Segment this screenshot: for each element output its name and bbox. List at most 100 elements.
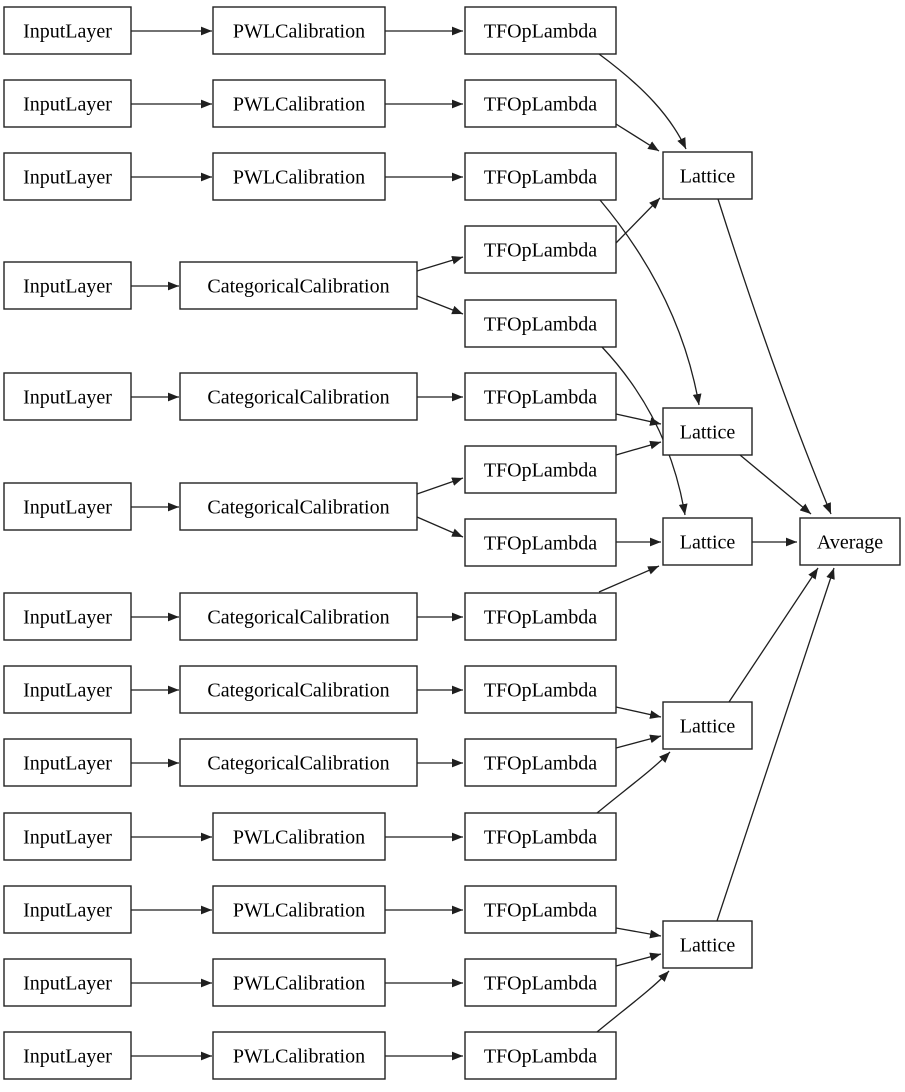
node-label-pwl7: PWLCalibration (233, 1046, 365, 1068)
node-cat2: CategoricalCalibration (179, 372, 418, 421)
node-box-tf6 (464, 372, 617, 421)
edge-tf2-to-lat1 (615, 123, 660, 152)
node-label-pwl4: PWLCalibration (233, 827, 365, 849)
node-label-lat5: Lattice (680, 935, 736, 957)
node-tf15: TFOpLambda (464, 1031, 617, 1080)
node-pwl7: PWLCalibration (212, 1031, 386, 1080)
node-label-in1: InputLayer (23, 21, 112, 43)
node-box-in6 (3, 482, 132, 531)
node-label-in12: InputLayer (23, 973, 112, 995)
node-box-tf11 (464, 738, 617, 787)
node-label-pwl5: PWLCalibration (233, 900, 365, 922)
node-box-pwl1 (212, 6, 386, 55)
node-box-lat2 (662, 407, 753, 456)
node-box-cat6 (179, 738, 418, 787)
node-box-in1 (3, 6, 132, 55)
node-pwl6: PWLCalibration (212, 958, 386, 1007)
edge-tf15-to-lat5 (596, 970, 670, 1033)
node-label-in4: InputLayer (23, 276, 112, 298)
edge-tf4-to-lat1 (615, 197, 661, 244)
node-box-in13 (3, 1031, 132, 1080)
node-box-in12 (3, 958, 132, 1007)
node-box-tf8 (464, 518, 617, 567)
node-box-tf15 (464, 1031, 617, 1080)
node-box-in8 (3, 665, 132, 714)
node-box-pwl6 (212, 958, 386, 1007)
node-layer: InputLayerInputLayerInputLayerInputLayer… (3, 6, 901, 1080)
node-avg: Average (799, 517, 901, 566)
node-in7: InputLayer (3, 592, 132, 641)
node-lat3: Lattice (662, 517, 753, 566)
node-label-lat2: Lattice (680, 422, 736, 444)
node-box-pwl5 (212, 885, 386, 934)
node-box-pwl3 (212, 152, 386, 201)
node-pwl2: PWLCalibration (212, 79, 386, 128)
node-box-tf10 (464, 665, 617, 714)
edge-tf6-to-lat2 (615, 413, 662, 426)
node-box-in9 (3, 738, 132, 787)
node-label-in5: InputLayer (23, 387, 112, 409)
node-label-tf9: TFOpLambda (484, 607, 597, 629)
node-tf11: TFOpLambda (464, 738, 617, 787)
node-tf8: TFOpLambda (464, 518, 617, 567)
node-lat4: Lattice (662, 701, 753, 750)
node-box-tf9 (464, 592, 617, 641)
node-in3: InputLayer (3, 152, 132, 201)
node-label-in8: InputLayer (23, 680, 112, 702)
node-label-pwl6: PWLCalibration (233, 973, 365, 995)
node-box-pwl2 (212, 79, 386, 128)
node-tf1: TFOpLambda (464, 6, 617, 55)
node-label-cat3: CategoricalCalibration (207, 497, 389, 519)
node-pwl1: PWLCalibration (212, 6, 386, 55)
node-pwl5: PWLCalibration (212, 885, 386, 934)
node-box-tf2 (464, 79, 617, 128)
node-label-in11: InputLayer (23, 900, 112, 922)
node-in4: InputLayer (3, 261, 132, 310)
node-box-pwl4 (212, 812, 386, 861)
node-label-in7: InputLayer (23, 607, 112, 629)
node-tf3: TFOpLambda (464, 152, 617, 201)
node-label-tf10: TFOpLambda (484, 680, 597, 702)
edge-lat5-to-avg (716, 567, 835, 922)
node-tf7: TFOpLambda (464, 445, 617, 494)
edge-lat1-to-avg (717, 198, 832, 515)
edge-lat4-to-avg (728, 567, 819, 703)
node-label-cat6: CategoricalCalibration (207, 753, 389, 775)
edge-layer (131, 26, 835, 1061)
node-label-lat3: Lattice (680, 532, 736, 554)
node-tf2: TFOpLambda (464, 79, 617, 128)
node-label-tf15: TFOpLambda (484, 1046, 597, 1068)
node-lat1: Lattice (662, 151, 753, 200)
edge-cat1-to-tf4 (416, 255, 464, 272)
node-label-pwl3: PWLCalibration (233, 167, 365, 189)
node-in11: InputLayer (3, 885, 132, 934)
node-box-tf7 (464, 445, 617, 494)
node-in9: InputLayer (3, 738, 132, 787)
node-pwl4: PWLCalibration (212, 812, 386, 861)
node-lat2: Lattice (662, 407, 753, 456)
node-label-tf7: TFOpLambda (484, 460, 597, 482)
node-label-tf2: TFOpLambda (484, 94, 597, 116)
edge-cat3-to-tf7 (416, 477, 464, 495)
node-tf5: TFOpLambda (464, 299, 617, 348)
node-label-tf3: TFOpLambda (484, 167, 597, 189)
node-box-cat2 (179, 372, 418, 421)
node-in12: InputLayer (3, 958, 132, 1007)
node-box-in2 (3, 79, 132, 128)
edge-tf5-to-lat3 (601, 346, 688, 516)
node-box-tf12 (464, 812, 617, 861)
node-label-lat4: Lattice (680, 716, 736, 738)
node-box-cat4 (179, 592, 418, 641)
node-box-in5 (3, 372, 132, 421)
edge-tf11-to-lat4 (615, 734, 662, 749)
node-box-in4 (3, 261, 132, 310)
node-label-cat2: CategoricalCalibration (207, 387, 389, 409)
node-label-tf13: TFOpLambda (484, 900, 597, 922)
node-box-avg (799, 517, 901, 566)
node-label-tf11: TFOpLambda (484, 753, 597, 775)
node-tf6: TFOpLambda (464, 372, 617, 421)
node-tf10: TFOpLambda (464, 665, 617, 714)
node-tf9: TFOpLambda (464, 592, 617, 641)
